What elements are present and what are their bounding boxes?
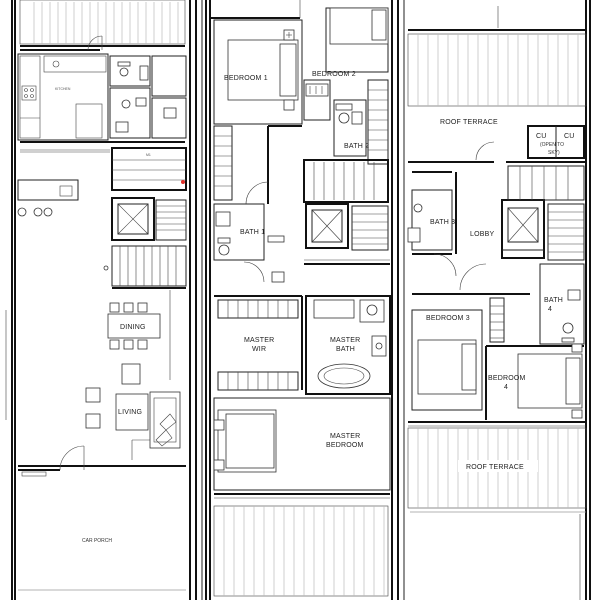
room-label-cu-right: CU — [564, 133, 575, 140]
room-label-cu-open-line1: (OPEN TO — [540, 142, 564, 148]
room-label-bath-3: BATH 3 — [430, 219, 455, 226]
room-label-bedroom-1: BEDROOM 1 — [224, 75, 268, 82]
room-label-master-bath-line2: BATH — [336, 346, 355, 353]
room-label-bedroom-3: BEDROOM 3 — [426, 315, 470, 322]
ground-floor-plan: KITCHEN M1 — [5, 0, 203, 600]
attic-floor-plan: ROOF TERRACE CU CU (OPEN TO SKY) BATH 3 … — [407, 0, 591, 600]
room-label-bedroom-2: BEDROOM 2 — [312, 71, 356, 78]
room-label-bath-4-number: 4 — [548, 306, 552, 313]
room-label-car-porch: CAR PORCH — [82, 538, 112, 544]
room-label-master-bedroom-line2: BEDROOM — [326, 442, 364, 449]
room-label-bath-1: BATH 1 — [240, 229, 265, 236]
room-label-bedroom-4-number: 4 — [504, 384, 508, 391]
room-label-dining: DINING — [120, 324, 146, 331]
second-floor-plan: BEDROOM 1 BEDROOM 2 BATH 2 — [205, 0, 405, 600]
room-label-bath-2: BATH 2 — [344, 143, 369, 150]
room-label-bedroom-4: BEDROOM — [488, 375, 526, 382]
room-label-master-wir-line1: MASTER — [244, 337, 274, 344]
room-label-bath-4: BATH — [544, 297, 563, 304]
room-label-roof-terrace-top: ROOF TERRACE — [440, 119, 498, 126]
room-label-living: LIVING — [118, 409, 142, 416]
red-marker-dot — [181, 180, 185, 184]
room-label-roof-terrace-bottom: ROOF TERRACE — [466, 464, 524, 471]
room-label-master-bath-line1: MASTER — [330, 337, 360, 344]
room-label-kitchen: KITCHEN — [55, 87, 71, 91]
room-label-cu-open-line2: SKY) — [548, 150, 560, 156]
room-label-master-wir-line2: WIR — [252, 346, 266, 353]
room-label-master-bedroom-line1: MASTER — [330, 433, 360, 440]
room-label-m1: M1 — [146, 153, 151, 157]
room-label-lobby: LOBBY — [470, 231, 494, 238]
room-label-cu-left: CU — [536, 133, 547, 140]
